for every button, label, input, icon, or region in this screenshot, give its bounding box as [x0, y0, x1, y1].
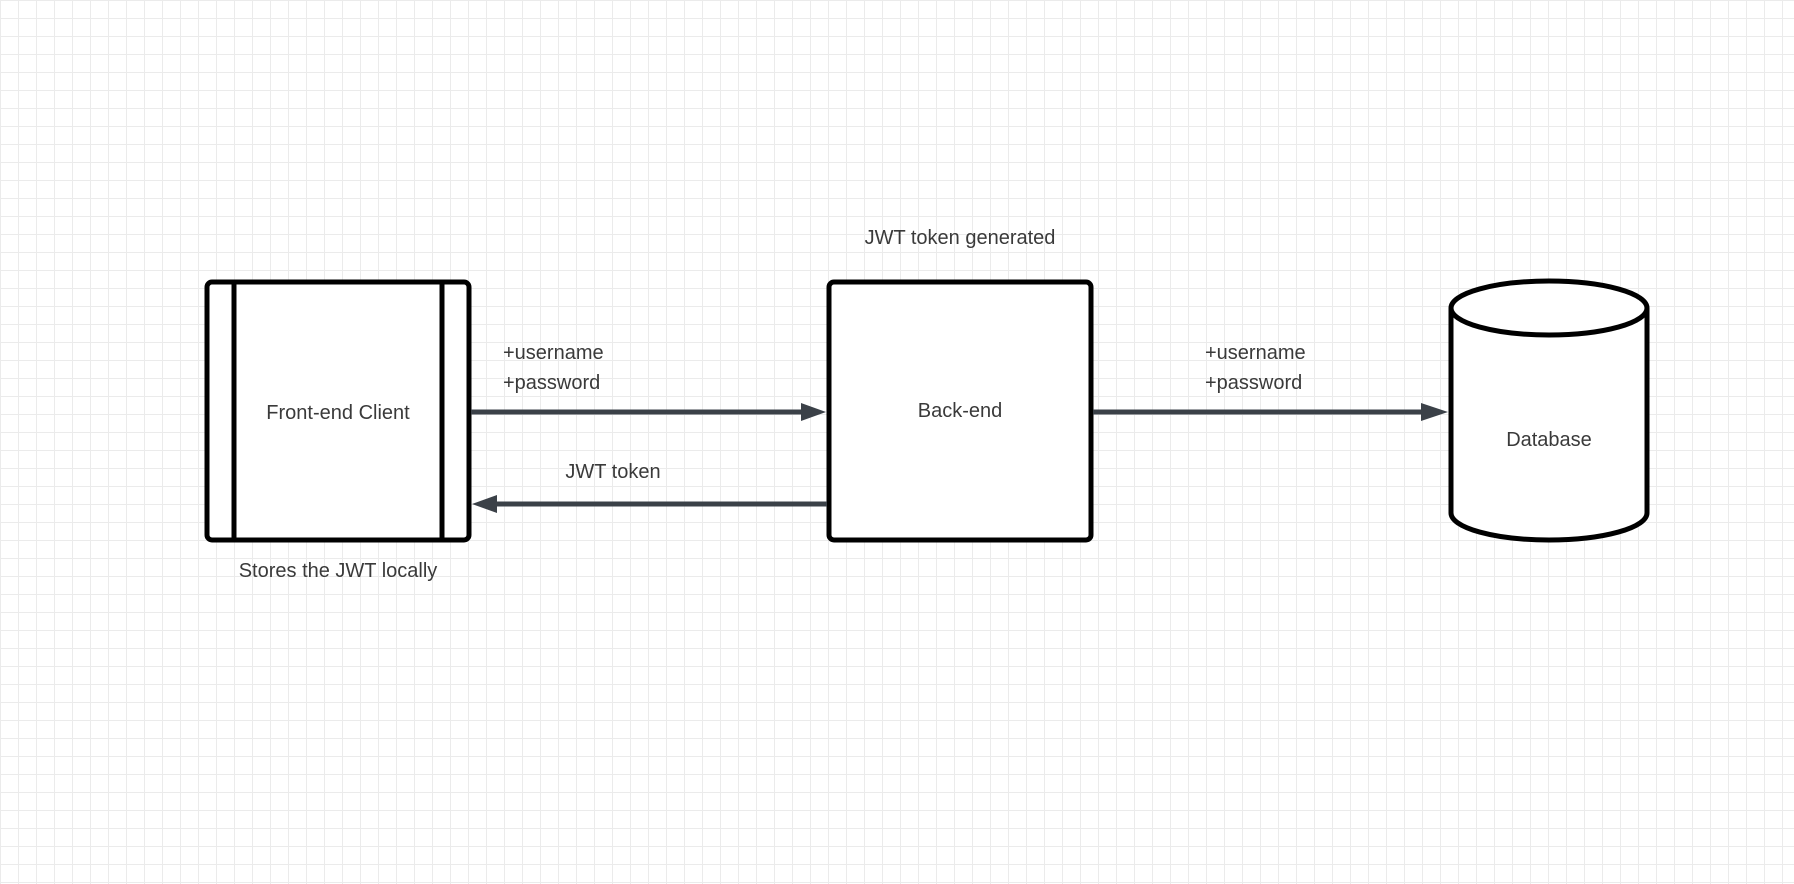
front-end-client-box[interactable] — [204, 279, 472, 543]
database-node[interactable]: Database — [1448, 278, 1650, 543]
edge-backend-to-database-label-password: +password — [1205, 372, 1302, 394]
edge-backend-to-database[interactable] — [1093, 403, 1448, 421]
edge-client-to-backend[interactable] — [471, 403, 826, 421]
database-label: Database — [1506, 429, 1592, 451]
edge-client-to-backend-label-password: +password — [503, 372, 600, 394]
arrowhead-right-icon — [1421, 403, 1448, 421]
database-cylinder-body[interactable] — [1448, 308, 1650, 543]
arrowhead-left-icon — [472, 495, 497, 513]
back-end-caption: JWT token generated — [865, 227, 1056, 249]
edge-backend-to-client[interactable] — [472, 495, 827, 513]
arrowhead-right-icon — [801, 403, 826, 421]
database-cylinder-top[interactable] — [1448, 278, 1650, 338]
edge-client-to-backend-label-username: +username — [503, 342, 604, 364]
front-end-client-label: Front-end Client — [266, 402, 410, 424]
front-end-client-node[interactable]: Front-end Client — [204, 279, 472, 543]
back-end-label: Back-end — [918, 400, 1003, 422]
back-end-node[interactable]: Back-end — [826, 279, 1094, 543]
front-end-client-caption: Stores the JWT locally — [239, 560, 438, 582]
edge-backend-to-database-label-username: +username — [1205, 342, 1306, 364]
back-end-box[interactable] — [826, 279, 1094, 543]
edge-backend-to-client-label: JWT token — [565, 461, 660, 483]
